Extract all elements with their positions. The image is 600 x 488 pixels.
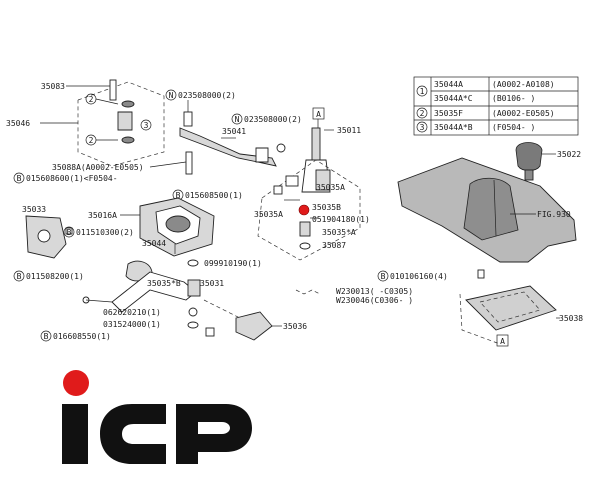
legend-row-2-part: 35044A*C <box>434 94 473 103</box>
label-35044: 35044 <box>142 239 166 248</box>
label-015608600: 015608600(1)<F0504- <box>26 174 118 183</box>
legend-marker-1-text: 1 <box>420 87 425 96</box>
legend-marker-3-text: 3 <box>420 123 425 132</box>
label-015608500: 015608500(1) <box>185 191 243 200</box>
washer-031524000 <box>187 321 199 329</box>
callout-3 <box>140 119 152 131</box>
legend-table: 1 2 3 35044A (A0002-A0108) 35044A*C (B01… <box>413 76 579 136</box>
ref-a-box-bottom <box>496 334 509 347</box>
label-35035a-lower: 35035A <box>254 210 283 219</box>
legend-row-1-part: 35044A <box>434 80 463 89</box>
bolt-35083 <box>109 79 117 101</box>
washer-099910190 <box>187 259 199 267</box>
b-marker-3 <box>63 226 75 238</box>
label-011510300: 011510300(2) <box>76 228 134 237</box>
label-w230013: W230013( -C0305) <box>336 287 413 296</box>
mount-35033 <box>25 215 73 259</box>
label-35087: 35087 <box>322 241 346 250</box>
svg-text:B: B <box>17 174 22 183</box>
boot-panel-35038: A <box>459 269 560 347</box>
label-031524000: 031524000(1) <box>103 320 161 329</box>
legend-row-4-range: (F0504- ) <box>492 123 535 132</box>
bolt-015608600 <box>185 151 193 175</box>
label-023508000-a: 023508000(2) <box>178 91 236 100</box>
b-marker-4 <box>13 270 25 282</box>
label-35035b: 35035B <box>312 203 341 212</box>
b-marker-1 <box>13 172 25 184</box>
label-35046: 35046 <box>6 119 30 128</box>
n-marker-2 <box>231 113 243 125</box>
bracket-35036 <box>203 299 282 341</box>
legend-row-1-range: (A0002-A0108) <box>492 80 555 89</box>
legend-row-3-part: 35035F <box>434 109 463 118</box>
label-35041: 35041 <box>222 127 246 136</box>
svg-text:A: A <box>316 110 321 119</box>
svg-text:2: 2 <box>89 95 94 104</box>
svg-text:B: B <box>17 272 22 281</box>
shift-rod-35041 <box>179 100 286 175</box>
bushing-35035b-highlight <box>298 204 310 216</box>
label-35038: 35038 <box>559 314 583 323</box>
svg-text:B: B <box>381 272 386 281</box>
pin-062620210 <box>188 307 198 317</box>
svg-text:2: 2 <box>89 136 94 145</box>
ref-a-box-top <box>312 107 325 120</box>
logo-letter-i <box>62 404 88 464</box>
n-marker-1 <box>165 89 177 101</box>
legend-marker-1 <box>416 85 428 97</box>
legend-row-3-range: (A0002-E0505) <box>492 109 555 118</box>
console-cover-fig930 <box>397 157 577 263</box>
label-35016a: 35016A <box>88 211 117 220</box>
housing-35016a <box>120 197 215 257</box>
logo-letter-p <box>176 404 252 464</box>
bracket-assembly-35046: 2 3 2 <box>40 79 165 167</box>
linkage-35031 <box>82 260 201 313</box>
bushing-35035a <box>299 221 311 237</box>
b-marker-6 <box>377 270 389 282</box>
b-marker-5 <box>40 330 52 342</box>
label-35011: 35011 <box>337 126 361 135</box>
label-011508200: 011508200(1) <box>26 272 84 281</box>
label-fig930: FIG.930 <box>537 210 571 219</box>
label-051904180: 051904180(1) <box>312 215 370 224</box>
legend-marker-3 <box>416 121 428 133</box>
shift-lever-assembly: A <box>257 107 361 261</box>
legend-row-2-range: (B0106- ) <box>492 94 535 103</box>
legend-marker-2-text: 2 <box>420 109 425 118</box>
screw-010106160 <box>477 269 485 279</box>
label-023508000-b: 023508000(2) <box>244 115 302 124</box>
svg-text:3: 3 <box>144 121 149 130</box>
legend-marker-2 <box>416 107 428 119</box>
svg-text:N: N <box>169 91 174 100</box>
logo-letter-c <box>100 404 166 464</box>
svg-text:N: N <box>235 115 240 124</box>
label-35022: 35022 <box>557 150 581 159</box>
label-062620210: 062620210(1) <box>103 308 161 317</box>
svg-text:B: B <box>176 191 181 200</box>
label-35088a: 35088A(A0002-E0505) <box>52 163 144 172</box>
nut <box>183 111 193 127</box>
label-016608550: 016608550(1) <box>53 332 111 341</box>
legend-row-4-part: 35044A*B <box>434 123 473 132</box>
label-35031: 35031 <box>200 279 224 288</box>
label-35035xa: 35035*A <box>322 228 356 237</box>
svg-text:B: B <box>44 332 49 341</box>
label-010106160: 010106160(4) <box>390 272 448 281</box>
shift-knob-35022 <box>515 142 556 181</box>
label-099910190: 099910190(1) <box>204 259 262 268</box>
label-35035xb: 35035*B <box>147 279 181 288</box>
label-35083: 35083 <box>41 82 65 91</box>
svg-text:A: A <box>500 337 505 346</box>
svg-text:B: B <box>67 228 72 237</box>
icp-logo <box>62 370 252 464</box>
label-w230046: W230046(C0306- ) <box>336 296 413 305</box>
label-35033: 35033 <box>22 205 46 214</box>
label-35035a-upper: 35035A <box>316 183 345 192</box>
label-35036: 35036 <box>283 322 307 331</box>
logo-red-dot <box>63 370 89 396</box>
bushing-body <box>117 111 133 131</box>
